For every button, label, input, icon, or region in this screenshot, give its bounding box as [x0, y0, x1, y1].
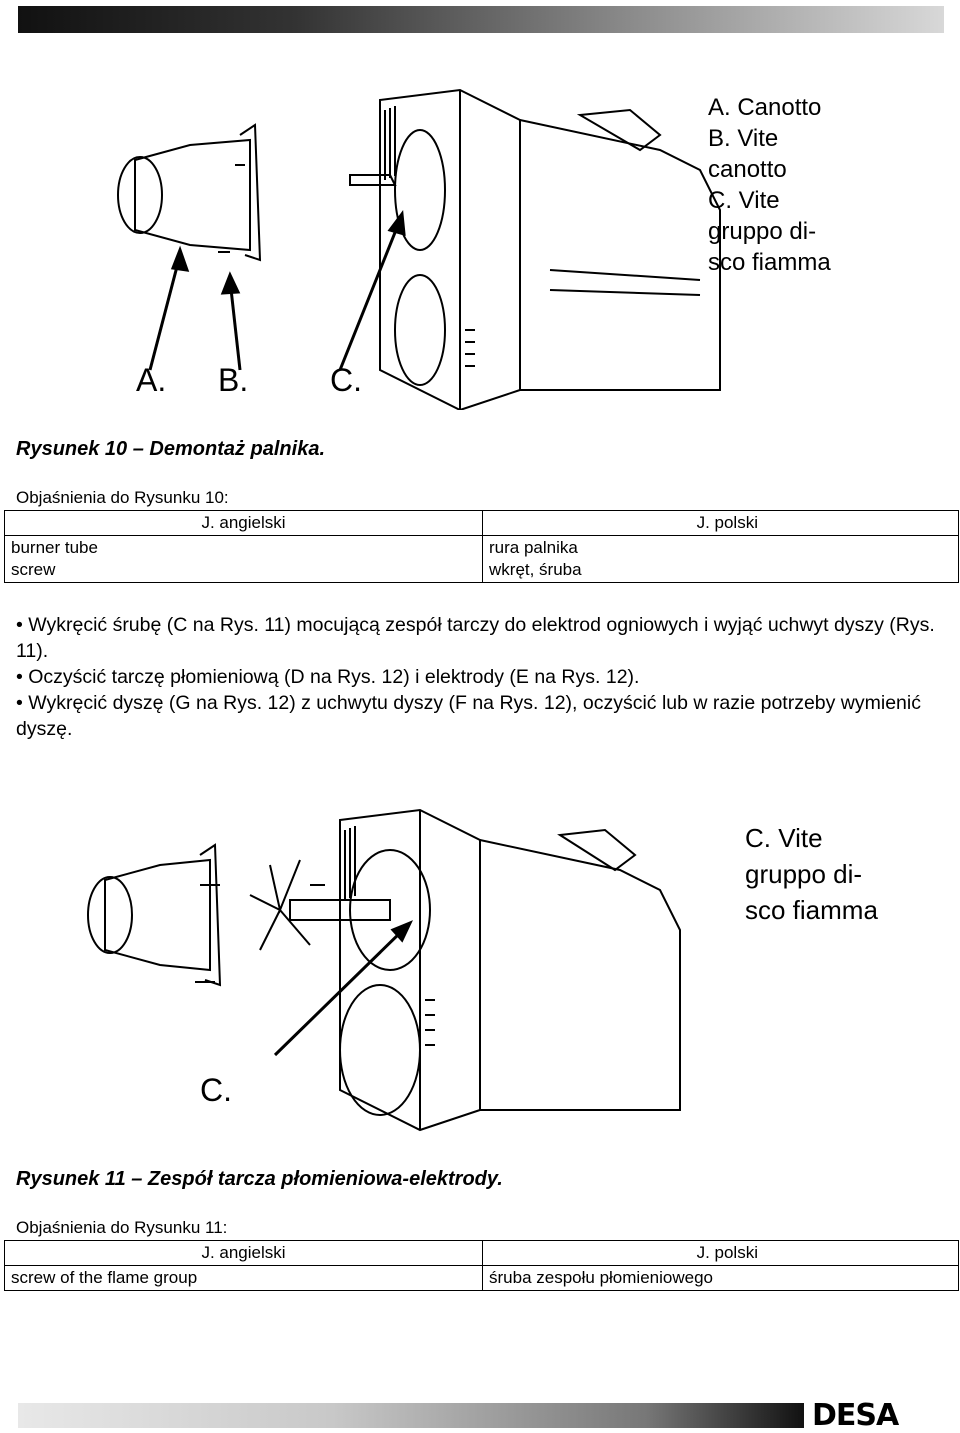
figure-10-explanation-title: Objaśnienia do Rysunku 10: — [16, 488, 229, 507]
figure2-legend: C. Vite gruppo di- sco fiamma — [745, 820, 878, 928]
desa-logo: DESA — [812, 1398, 899, 1433]
table1-english-cell: burner tube screw — [4, 535, 483, 583]
table-cell-text: burner tube — [11, 538, 98, 557]
figure-10-legend-table: J. angielski J. polski burner tube screw… — [4, 510, 959, 583]
legend-line: B. Vite — [708, 125, 779, 152]
table1-polish-cell: rura palnika wkręt, śruba — [482, 535, 959, 583]
table-cell-text: screw — [11, 560, 56, 579]
table-cell-text: rura palnika — [489, 538, 578, 557]
legend-line: A. Canotto — [708, 94, 822, 121]
figure1-legend: A. Canotto B. Vite canotto C. Vite grupp… — [708, 92, 831, 278]
figure-10-caption: Rysunek 10 – Demontaż palnika. — [16, 438, 326, 460]
legend-line: C. Vite — [708, 187, 780, 214]
table-cell-text: śruba zespołu płomieniowego — [482, 1265, 959, 1291]
instruction-item: • Wykręcić śrubę (C na Rys. 11) mocującą… — [16, 614, 935, 662]
figure-11-explanation-title: Objaśnienia do Rysunku 11: — [16, 1218, 228, 1237]
figure-11-caption: Rysunek 11 – Zespół tarcza płomieniowa-e… — [16, 1168, 503, 1190]
table2-header-english: J. angielski — [4, 1240, 483, 1266]
table-cell-text: wkręt, śruba — [489, 560, 582, 579]
instruction-list: • Wykręcić śrubę (C na Rys. 11) mocującą… — [16, 612, 946, 742]
legend-line: C. Vite — [745, 823, 823, 853]
footer-gradient-bar — [18, 1403, 804, 1428]
header-gradient-bar — [18, 6, 944, 33]
figure1-label-c: C. — [330, 362, 362, 398]
figure2-label-c: C. — [200, 1072, 232, 1108]
table1-header-polish: J. polski — [482, 510, 959, 536]
instruction-item: • Oczyścić tarczę płomieniową (D na Rys.… — [16, 666, 640, 688]
figure1-label-b: B. — [218, 362, 249, 398]
legend-line: sco fiamma — [708, 249, 831, 276]
table1-header-english: J. angielski — [4, 510, 483, 536]
legend-line: sco fiamma — [745, 895, 878, 925]
figure1-label-a: A. — [136, 362, 167, 398]
figure-10-burner-disassembly — [117, 88, 721, 410]
table2-header-polish: J. polski — [482, 1240, 959, 1266]
figure-11-legend-table: J. angielski J. polski screw of the flam… — [4, 1240, 959, 1291]
legend-line: gruppo di- — [708, 218, 817, 245]
instruction-item: • Wykręcić dyszę (G na Rys. 12) z uchwyt… — [16, 692, 921, 740]
legend-line: canotto — [708, 156, 787, 183]
table-cell-text: screw of the flame group — [4, 1265, 483, 1291]
legend-line: gruppo di- — [745, 859, 863, 889]
figure-11-flame-disk-electrodes — [87, 808, 681, 1132]
